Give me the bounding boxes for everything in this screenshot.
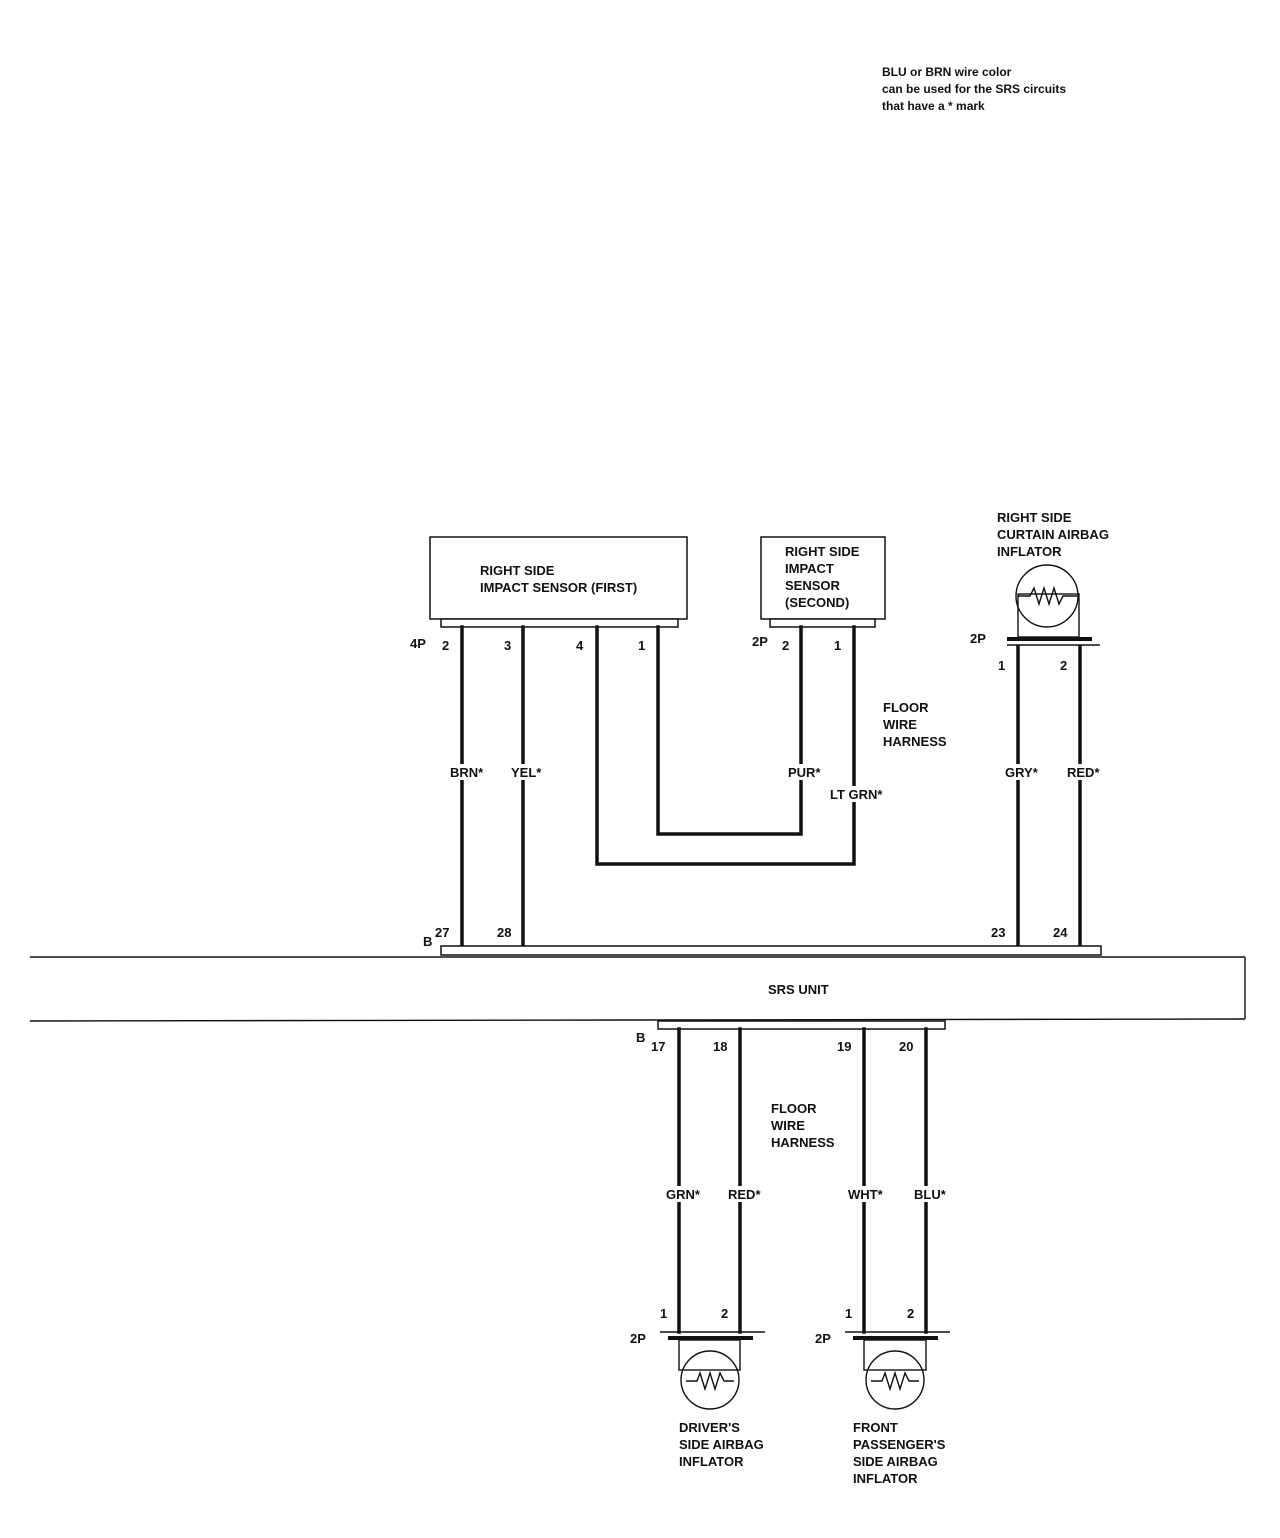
driver-inflator-symbol bbox=[680, 1350, 740, 1410]
svg-text:HARNESS: HARNESS bbox=[883, 734, 947, 749]
svg-text:FLOOR: FLOOR bbox=[771, 1101, 817, 1116]
wire-label: GRY* bbox=[1005, 765, 1039, 780]
srs-unit-pin: 19 bbox=[837, 1039, 851, 1054]
svg-text:WIRE: WIRE bbox=[771, 1118, 805, 1133]
curtain-airbag-inflator: RIGHT SIDE CURTAIN AIRBAG INFLATOR 2P 1 … bbox=[970, 510, 1109, 673]
srs-unit: SRS UNIT B 27 28 23 24 B 17 18 19 20 bbox=[29, 925, 1246, 1054]
svg-text:HARNESS: HARNESS bbox=[771, 1135, 835, 1150]
curtain-inflator-label-3: INFLATOR bbox=[997, 544, 1062, 559]
impact-sensor-first-pin: 4 bbox=[576, 638, 584, 653]
passenger-inflator-label-4: INFLATOR bbox=[853, 1471, 918, 1486]
srs-unit-label: SRS UNIT bbox=[768, 982, 829, 997]
srs-unit-pin: 28 bbox=[497, 925, 511, 940]
impact-sensor-first-pin: 1 bbox=[638, 638, 645, 653]
impact-sensor-first: RIGHT SIDE IMPACT SENSOR (FIRST) 4P 2 3 … bbox=[410, 536, 688, 653]
srs-unit-pin: 24 bbox=[1053, 925, 1068, 940]
passenger-inflator-label-1: FRONT bbox=[853, 1420, 898, 1435]
driver-inflator-label-1: DRIVER'S bbox=[679, 1420, 740, 1435]
impact-sensor-second-label-2: IMPACT bbox=[785, 561, 834, 576]
driver-inflator-label-3: INFLATOR bbox=[679, 1454, 744, 1469]
passenger-inflator-pin: 2 bbox=[907, 1306, 914, 1321]
impact-sensor-first-connector-type: 4P bbox=[410, 636, 426, 651]
impact-sensor-second-label-4: (SECOND) bbox=[785, 595, 849, 610]
curtain-inflator-pin: 2 bbox=[1060, 658, 1067, 673]
note-line-1: BLU or BRN wire color bbox=[882, 65, 1012, 79]
svg-text:WIRE: WIRE bbox=[883, 717, 917, 732]
impact-sensor-second-pin: 2 bbox=[782, 638, 789, 653]
impact-sensor-first-connector bbox=[440, 618, 679, 628]
impact-sensor-second-connector-type: 2P bbox=[752, 634, 768, 649]
srs-unit-pin: 20 bbox=[899, 1039, 913, 1054]
wire-label: WHT* bbox=[848, 1187, 884, 1202]
driver-inflator-pin: 1 bbox=[660, 1306, 667, 1321]
wire-color-note: BLU or BRN wire color can be used for th… bbox=[882, 65, 1066, 113]
driver-inflator-connector-type: 2P bbox=[630, 1331, 646, 1346]
upper-wires bbox=[460, 625, 1082, 948]
impact-sensor-first-pin: 3 bbox=[504, 638, 511, 653]
srs-unit-pin: 23 bbox=[991, 925, 1005, 940]
impact-sensor-first-pin: 2 bbox=[442, 638, 449, 653]
curtain-inflator-label-1: RIGHT SIDE bbox=[997, 510, 1072, 525]
upper-wire-labels: BRN* YEL* PUR* LT GRN* GRY* RED* bbox=[448, 764, 1101, 802]
driver-inflator-housing bbox=[678, 1339, 741, 1371]
impact-sensor-second: RIGHT SIDE IMPACT SENSOR (SECOND) 2P 2 1 bbox=[752, 536, 886, 653]
resistor-icon bbox=[871, 1370, 919, 1392]
wire-label: GRN* bbox=[666, 1187, 701, 1202]
driver-inflator-label-2: SIDE AIRBAG bbox=[679, 1437, 764, 1452]
wire-label: RED* bbox=[1067, 765, 1100, 780]
srs-unit-pin: 27 bbox=[435, 925, 449, 940]
wire-label: BRN* bbox=[450, 765, 484, 780]
floor-wire-harness-lower: FLOOR WIRE HARNESS bbox=[771, 1101, 835, 1150]
srs-unit-pin: 17 bbox=[651, 1039, 665, 1054]
curtain-inflator-pin: 1 bbox=[998, 658, 1005, 673]
impact-sensor-first-label-2: IMPACT SENSOR (FIRST) bbox=[480, 580, 637, 595]
curtain-inflator-label-2: CURTAIN AIRBAG bbox=[997, 527, 1109, 542]
srs-unit-top-connector-id: B bbox=[423, 934, 432, 949]
wire-label: YEL* bbox=[511, 765, 542, 780]
passenger-inflator-symbol bbox=[865, 1350, 925, 1410]
srs-unit-bottom-connector bbox=[657, 1020, 946, 1030]
passenger-inflator-label-2: PASSENGER'S bbox=[853, 1437, 946, 1452]
wire-ltgrn bbox=[595, 625, 856, 866]
wire-label: BLU* bbox=[914, 1187, 947, 1202]
passenger-inflator-connector-type: 2P bbox=[815, 1331, 831, 1346]
note-line-2: can be used for the SRS circuits bbox=[882, 82, 1066, 96]
driver-side-airbag-inflator: 1 2 2P DRIVER'S SIDE AIRBAG INFLATOR bbox=[630, 1306, 765, 1469]
driver-inflator-pin: 2 bbox=[721, 1306, 728, 1321]
impact-sensor-second-box bbox=[760, 536, 886, 620]
floor-wire-harness-upper: FLOOR WIRE HARNESS bbox=[883, 700, 947, 749]
lower-wire-labels: GRN* RED* WHT* BLU* bbox=[664, 1186, 948, 1202]
wire-label: LT GRN* bbox=[830, 787, 883, 802]
resistor-icon bbox=[1018, 585, 1079, 607]
svg-text:FLOOR: FLOOR bbox=[883, 700, 929, 715]
srs-unit-pin: 18 bbox=[713, 1039, 727, 1054]
impact-sensor-second-pin: 1 bbox=[834, 638, 841, 653]
impact-sensor-second-connector bbox=[769, 618, 876, 628]
passenger-inflator-housing bbox=[863, 1339, 927, 1371]
note-line-3: that have a * mark bbox=[882, 99, 985, 113]
passenger-side-airbag-inflator: 1 2 2P FRONT PASSENGER'S SIDE AIRBAG INF… bbox=[815, 1306, 950, 1486]
srs-unit-bottom-connector-id: B bbox=[636, 1030, 645, 1045]
impact-sensor-first-box bbox=[429, 536, 688, 620]
srs-unit-top-connector bbox=[440, 945, 1102, 956]
curtain-inflator-connector-type: 2P bbox=[970, 631, 986, 646]
impact-sensor-second-label-3: SENSOR bbox=[785, 578, 841, 593]
impact-sensor-second-label-1: RIGHT SIDE bbox=[785, 544, 860, 559]
passenger-inflator-label-3: SIDE AIRBAG bbox=[853, 1454, 938, 1469]
wire-label: RED* bbox=[728, 1187, 761, 1202]
passenger-inflator-pin: 1 bbox=[845, 1306, 852, 1321]
wire-pur bbox=[656, 625, 803, 836]
wire-label: PUR* bbox=[788, 765, 821, 780]
impact-sensor-first-label-1: RIGHT SIDE bbox=[480, 563, 555, 578]
resistor-icon bbox=[686, 1370, 734, 1392]
lower-wires bbox=[677, 1027, 928, 1334]
